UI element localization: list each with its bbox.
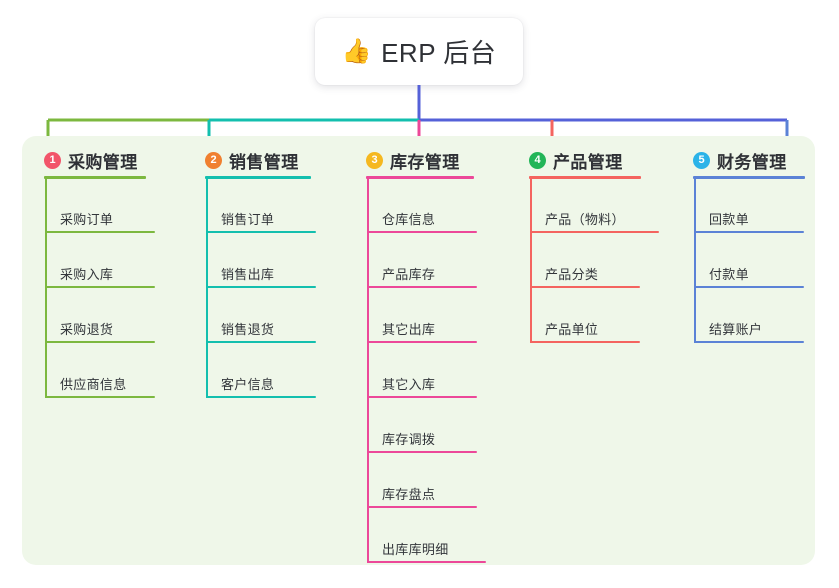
leaf-connector — [206, 341, 222, 343]
leaf-connector — [45, 341, 61, 343]
leaf-connector — [45, 396, 61, 398]
leaf-connector — [206, 396, 222, 398]
leaf-item-rule — [382, 341, 477, 343]
leaf-item-label: 销售出库 — [221, 267, 275, 282]
branch-header-rule — [44, 176, 146, 179]
leaf-item-rule — [221, 396, 316, 398]
leaf-item-rule — [382, 506, 477, 508]
leaf-connector — [206, 231, 222, 233]
branch-number-badge: 1 — [44, 152, 61, 169]
leaf-item-label: 出库库明细 — [382, 542, 449, 557]
branch-header-label: 产品管理 — [553, 153, 623, 172]
leaf-item-label: 供应商信息 — [60, 377, 127, 392]
leaf-item-rule — [709, 231, 804, 233]
leaf-item-label: 库存调拨 — [382, 432, 436, 447]
root-node-label: ERP 后台 — [381, 38, 497, 68]
thumbs-up-icon: 👍 — [341, 37, 373, 65]
leaf-item-rule — [709, 341, 804, 343]
leaf-connector — [367, 231, 383, 233]
leaf-item-rule — [221, 286, 316, 288]
leaf-item-label: 采购退货 — [60, 322, 114, 337]
leaf-connector — [694, 341, 710, 343]
branch-header-3[interactable]: 3 库存管理 — [366, 148, 460, 173]
leaf-connector — [694, 231, 710, 233]
leaf-item-label: 其它出库 — [382, 322, 436, 337]
root-node-title: 👍 ERP 后台 — [342, 33, 497, 70]
leaf-item-label: 回款单 — [709, 212, 749, 227]
leaf-item-rule — [60, 396, 155, 398]
leaf-item-label: 采购入库 — [60, 267, 114, 282]
leaf-connector — [45, 286, 61, 288]
leaf-connector — [367, 341, 383, 343]
leaf-item-rule — [545, 231, 659, 233]
branch-header-label: 销售管理 — [229, 153, 299, 172]
branch-number-badge: 3 — [366, 152, 383, 169]
leaf-connector — [367, 286, 383, 288]
leaf-item-rule — [60, 231, 155, 233]
leaf-item-rule — [382, 286, 477, 288]
leaf-item-label: 产品库存 — [382, 267, 436, 282]
leaf-item-rule — [382, 561, 486, 563]
leaf-item-rule — [382, 451, 477, 453]
branch-panel — [22, 136, 815, 565]
leaf-connector — [530, 286, 546, 288]
leaf-item-rule — [60, 341, 155, 343]
leaf-item-rule — [709, 286, 804, 288]
leaf-item-label: 销售订单 — [221, 212, 275, 227]
leaf-item-rule — [221, 341, 316, 343]
branch-header-rule — [205, 176, 311, 179]
leaf-item-label: 仓库信息 — [382, 212, 436, 227]
leaf-item-label: 付款单 — [709, 267, 749, 282]
branch-header-label: 财务管理 — [717, 153, 787, 172]
leaf-item-label: 产品单位 — [545, 322, 599, 337]
leaf-item-label: 客户信息 — [221, 377, 275, 392]
branch-header-5[interactable]: 5 财务管理 — [693, 148, 787, 173]
branch-header-2[interactable]: 2 销售管理 — [205, 148, 299, 173]
leaf-item-rule — [545, 286, 640, 288]
leaf-item-label: 库存盘点 — [382, 487, 436, 502]
branch-number-badge: 4 — [529, 152, 546, 169]
branch-number-badge: 2 — [205, 152, 222, 169]
branch-header-4[interactable]: 4 产品管理 — [529, 148, 623, 173]
leaf-item-rule — [221, 231, 316, 233]
leaf-connector — [530, 341, 546, 343]
leaf-connector — [206, 286, 222, 288]
leaf-item-rule — [382, 231, 477, 233]
branch-header-rule — [529, 176, 641, 179]
branch-header-rule — [693, 176, 805, 179]
branch-header-rule — [366, 176, 474, 179]
leaf-item-label: 产品分类 — [545, 267, 599, 282]
branch-spine — [694, 176, 696, 343]
leaf-connector — [45, 231, 61, 233]
branch-header-1[interactable]: 1 采购管理 — [44, 148, 138, 173]
branch-number-badge: 5 — [693, 152, 710, 169]
branch-spine — [530, 176, 532, 343]
root-node[interactable]: 👍 ERP 后台 — [315, 18, 523, 85]
branch-spine — [367, 176, 369, 563]
leaf-connector — [367, 396, 383, 398]
leaf-item-rule — [382, 396, 477, 398]
leaf-item-label: 结算账户 — [709, 322, 763, 337]
leaf-connector — [694, 286, 710, 288]
leaf-connector — [367, 506, 383, 508]
branch-header-label: 库存管理 — [390, 153, 460, 172]
leaf-item-label: 销售退货 — [221, 322, 275, 337]
leaf-item-label: 其它入库 — [382, 377, 436, 392]
leaf-connector — [530, 231, 546, 233]
leaf-item-label: 产品（物料） — [545, 212, 625, 227]
leaf-connector — [367, 451, 383, 453]
leaf-connector — [367, 561, 383, 563]
leaf-item-rule — [60, 286, 155, 288]
branch-header-label: 采购管理 — [68, 153, 138, 172]
leaf-item-label: 采购订单 — [60, 212, 114, 227]
leaf-item-rule — [545, 341, 640, 343]
